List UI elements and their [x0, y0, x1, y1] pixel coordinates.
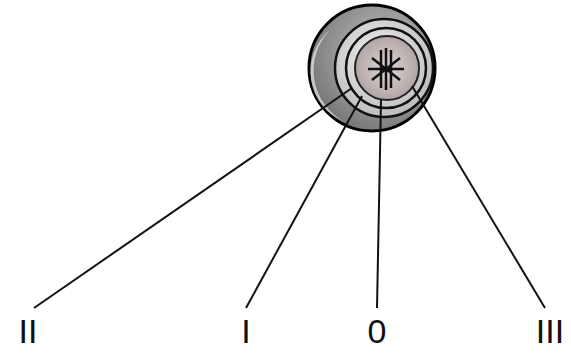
core	[355, 36, 419, 100]
layer-label: II	[19, 314, 38, 348]
layer-label: 0	[368, 314, 387, 348]
outer-layer	[309, 5, 435, 131]
middle-ring	[335, 19, 433, 117]
inner-ring	[346, 28, 426, 108]
layer-label: I	[241, 314, 250, 348]
layer-label: III	[536, 314, 564, 348]
star-symbol	[368, 48, 404, 90]
leader-lines	[34, 86, 545, 308]
